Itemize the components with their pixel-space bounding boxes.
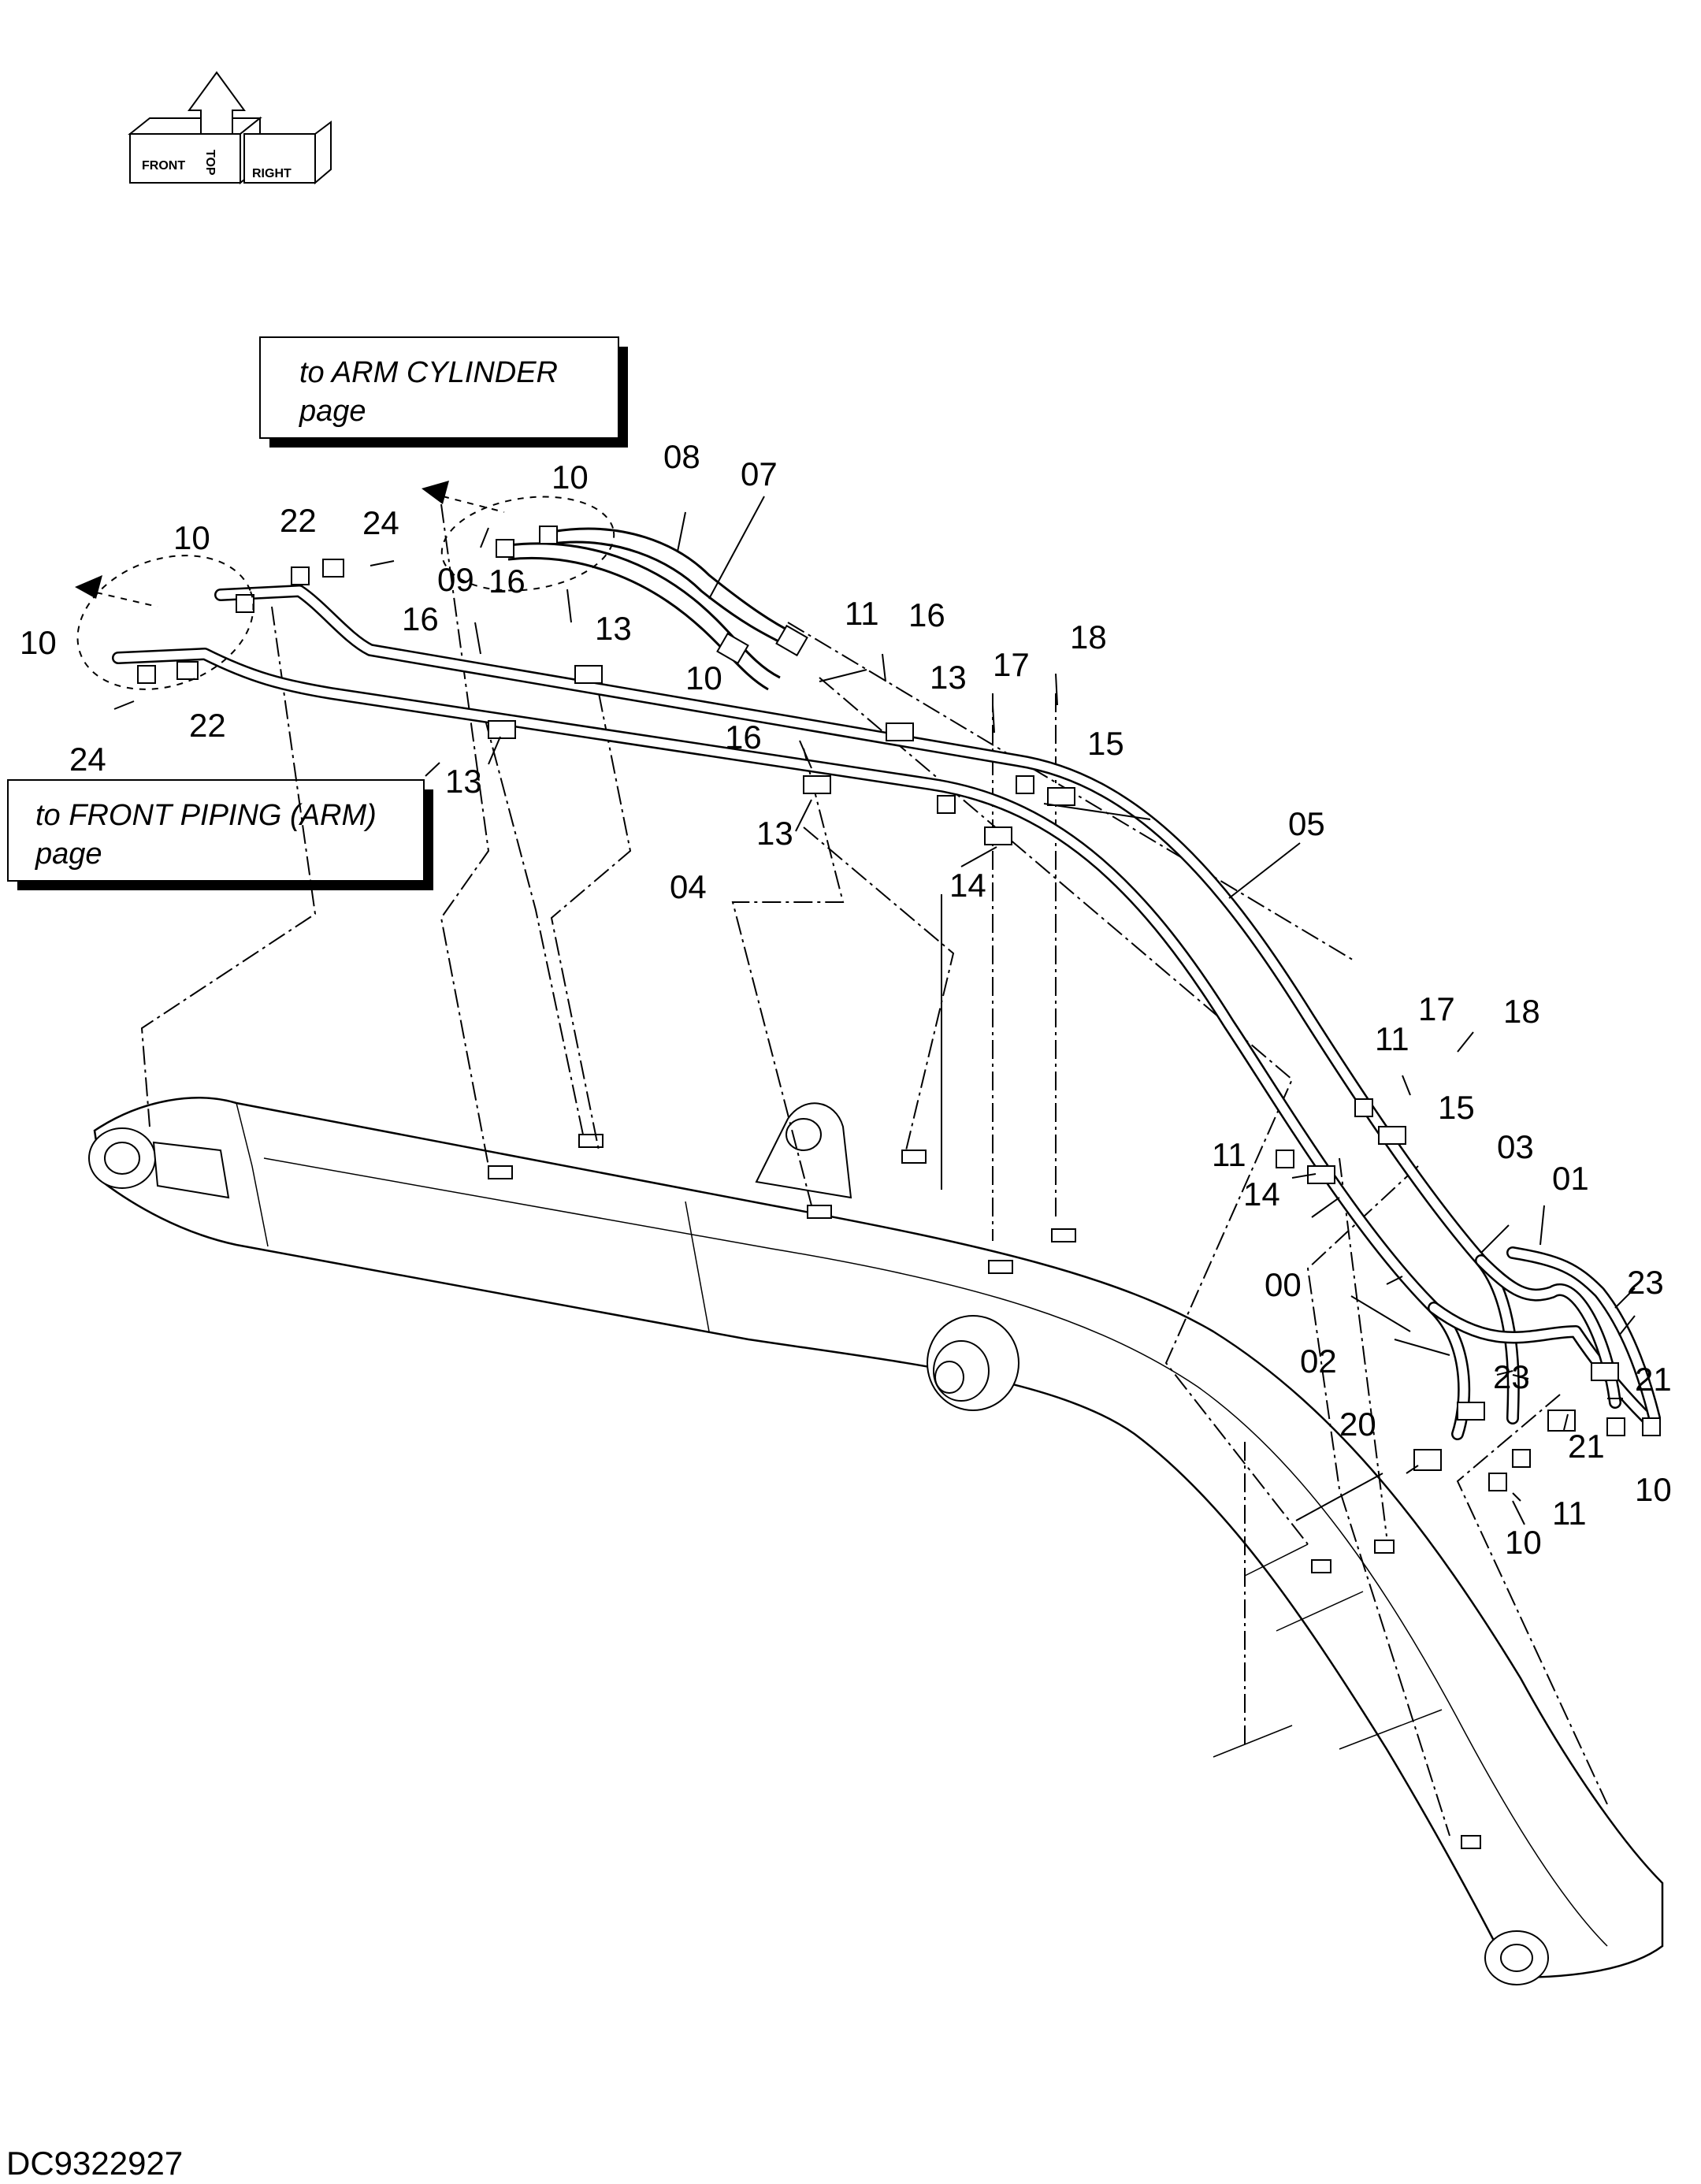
callout-04: 04 — [670, 868, 707, 905]
callout-11-top: 11 — [845, 595, 879, 632]
note-front-piping-line2: page — [35, 838, 102, 871]
callout-13-right: 13 — [930, 659, 967, 696]
callout-08: 08 — [663, 438, 700, 475]
callout-23-right: 23 — [1627, 1264, 1664, 1301]
callout-13-top: 13 — [595, 610, 632, 647]
callout-17-right: 17 — [1418, 990, 1455, 1027]
callout-20: 20 — [1339, 1406, 1376, 1443]
callout-18-right: 18 — [1503, 993, 1540, 1030]
callout-10-right: 10 — [1635, 1471, 1672, 1508]
detail-outlines — [75, 481, 615, 690]
callout-10-mid: 10 — [685, 659, 722, 696]
compass-top-label: TOP — [203, 150, 217, 176]
callout-10-left-top: 10 — [173, 519, 210, 556]
callout-07: 07 — [741, 455, 778, 492]
callout-13-left: 13 — [445, 763, 482, 800]
orientation-compass: FRONT TOP RIGHT — [128, 71, 332, 185]
callout-13-mid: 13 — [756, 815, 793, 852]
callout-09: 09 — [437, 561, 474, 598]
callout-15-right: 15 — [1438, 1089, 1475, 1126]
callout-18-top: 18 — [1070, 618, 1107, 656]
note-arm-cylinder-line1: to ARM CYLINDER — [299, 356, 558, 389]
note-front-piping-line1: to FRONT PIPING (ARM) — [35, 799, 377, 832]
callout-16-c: 16 — [908, 596, 945, 633]
callout-labels: 08 07 10 09 16 16 24 22 10 10 22 24 13 1… — [20, 438, 1672, 1561]
callout-14-top: 14 — [949, 867, 986, 904]
callout-14-right: 14 — [1243, 1176, 1280, 1213]
callout-24-top: 24 — [362, 504, 399, 541]
callout-16-d: 16 — [725, 719, 762, 756]
callout-11-bottom: 11 — [1552, 1495, 1587, 1532]
note-arm-cylinder: to ARM CYLINDER page — [259, 336, 628, 448]
callout-10-top: 10 — [552, 459, 589, 496]
bolts — [113, 560, 1636, 1376]
callout-01: 01 — [1552, 1160, 1589, 1197]
compass-front-label: FRONT — [142, 159, 185, 173]
callout-24-bottom: 24 — [69, 741, 106, 778]
callout-21-mid: 21 — [1568, 1428, 1605, 1465]
boom-structure — [88, 1097, 1664, 1985]
callout-15-top: 15 — [1087, 725, 1124, 762]
callout-22-top: 22 — [280, 502, 317, 539]
callout-23-mid: 23 — [1493, 1358, 1530, 1395]
hoses — [496, 526, 808, 691]
callout-02: 02 — [1300, 1343, 1337, 1380]
compass-right-label: RIGHT — [252, 167, 292, 180]
drawing-code: DC9322927 — [6, 2145, 183, 2182]
note-arm-cylinder-line2: page — [299, 395, 366, 428]
callout-00: 00 — [1265, 1266, 1302, 1303]
callout-03: 03 — [1497, 1128, 1534, 1165]
callout-10-bottom: 10 — [1505, 1524, 1542, 1561]
callout-11-mid: 11 — [1212, 1136, 1246, 1173]
callout-22-bottom: 22 — [189, 707, 226, 744]
callout-17-top: 17 — [993, 646, 1030, 683]
callout-21-right: 21 — [1635, 1361, 1672, 1398]
clamps — [137, 559, 1661, 1491]
boom-pipes — [112, 585, 1661, 1440]
leader-lines — [425, 496, 1636, 1525]
callout-16-a: 16 — [488, 563, 526, 600]
note-front-piping: to FRONT PIPING (ARM) page — [7, 779, 433, 890]
callout-11-right: 11 — [1375, 1020, 1409, 1057]
callout-10-left: 10 — [20, 624, 57, 661]
callout-05: 05 — [1288, 805, 1325, 842]
callout-16-b: 16 — [402, 600, 439, 637]
